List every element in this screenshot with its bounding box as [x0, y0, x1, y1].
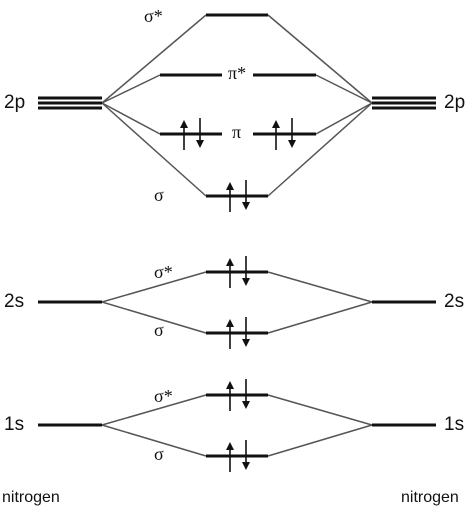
- mo-label-sigma2s: σ: [154, 320, 164, 340]
- mo-label-sigma2p-star: σ*: [144, 6, 163, 26]
- electron-pair-sigma1s-star: [226, 379, 250, 411]
- electron-pair-sigma2s-star: [226, 256, 250, 288]
- atom-label-right: nitrogen: [401, 489, 459, 506]
- electron-pair-pi-a: [180, 118, 204, 150]
- electron-pair-pi-b: [272, 118, 296, 150]
- electron-pair-sigma2p: [226, 180, 250, 212]
- mo-label-sigma2s-star: σ*: [154, 262, 173, 282]
- atom-label-left: nitrogen: [2, 489, 60, 506]
- energy-levels: [38, 13, 436, 458]
- electrons: [180, 118, 296, 472]
- ao-label-2p-left: 2p: [4, 92, 26, 113]
- mo-label-sigma1s-star: σ*: [154, 386, 173, 406]
- ao-label-1s-left: 1s: [4, 414, 25, 435]
- correlation-lines: [101, 14, 373, 457]
- mo-label-sigma1s: σ: [154, 444, 164, 464]
- ao-label-2p-right: 2p: [444, 92, 466, 113]
- mo-label-pi2p: π: [232, 122, 242, 142]
- electron-pair-sigma2s: [226, 317, 250, 349]
- ao-label-1s-right: 1s: [444, 414, 465, 435]
- electron-pair-sigma1s: [226, 440, 250, 472]
- mo-label-pi2p-star: π*: [228, 63, 247, 83]
- mo-label-sigma2p: σ: [154, 185, 164, 205]
- ao-label-2s-right: 2s: [444, 291, 465, 312]
- ao-label-2s-left: 2s: [4, 291, 25, 312]
